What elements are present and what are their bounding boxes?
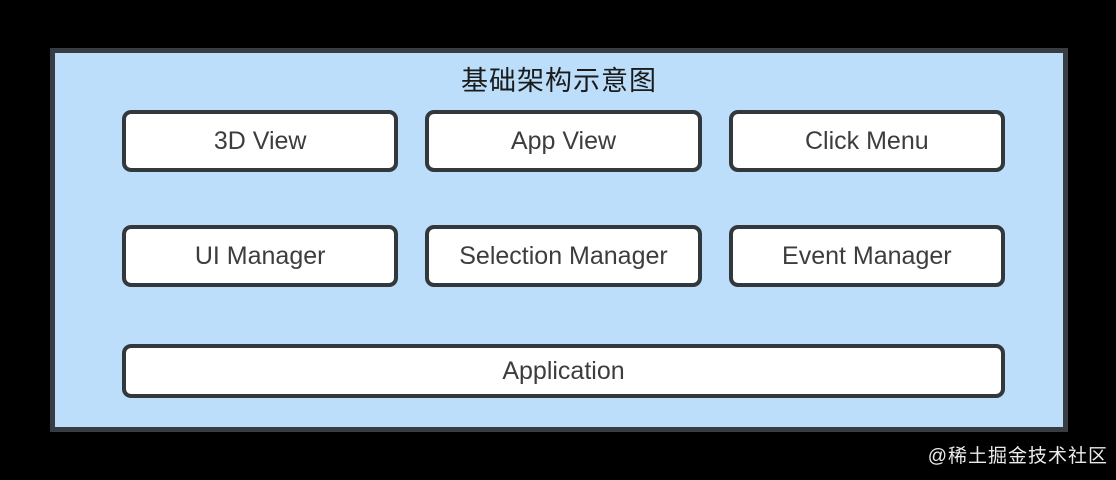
diagram-row-application: Application	[122, 344, 1005, 398]
box-selection-manager: Selection Manager	[425, 225, 702, 287]
diagram-row-views: 3D View App View Click Menu	[122, 110, 1005, 172]
diagram-title: 基础架构示意图	[461, 66, 657, 96]
watermark-text: @稀土掘金技术社区	[927, 446, 1108, 467]
box-application: Application	[122, 344, 1005, 398]
box-event-manager: Event Manager	[728, 225, 1005, 287]
architecture-diagram-panel: 基础架构示意图 3D View App View Click Menu UI M…	[50, 48, 1068, 432]
box-3d-view: 3D View	[122, 110, 399, 172]
box-ui-manager: UI Manager	[122, 225, 399, 287]
box-click-menu: Click Menu	[728, 110, 1005, 172]
diagram-row-managers: UI Manager Selection Manager Event Manag…	[122, 225, 1005, 287]
box-app-view: App View	[425, 110, 702, 172]
